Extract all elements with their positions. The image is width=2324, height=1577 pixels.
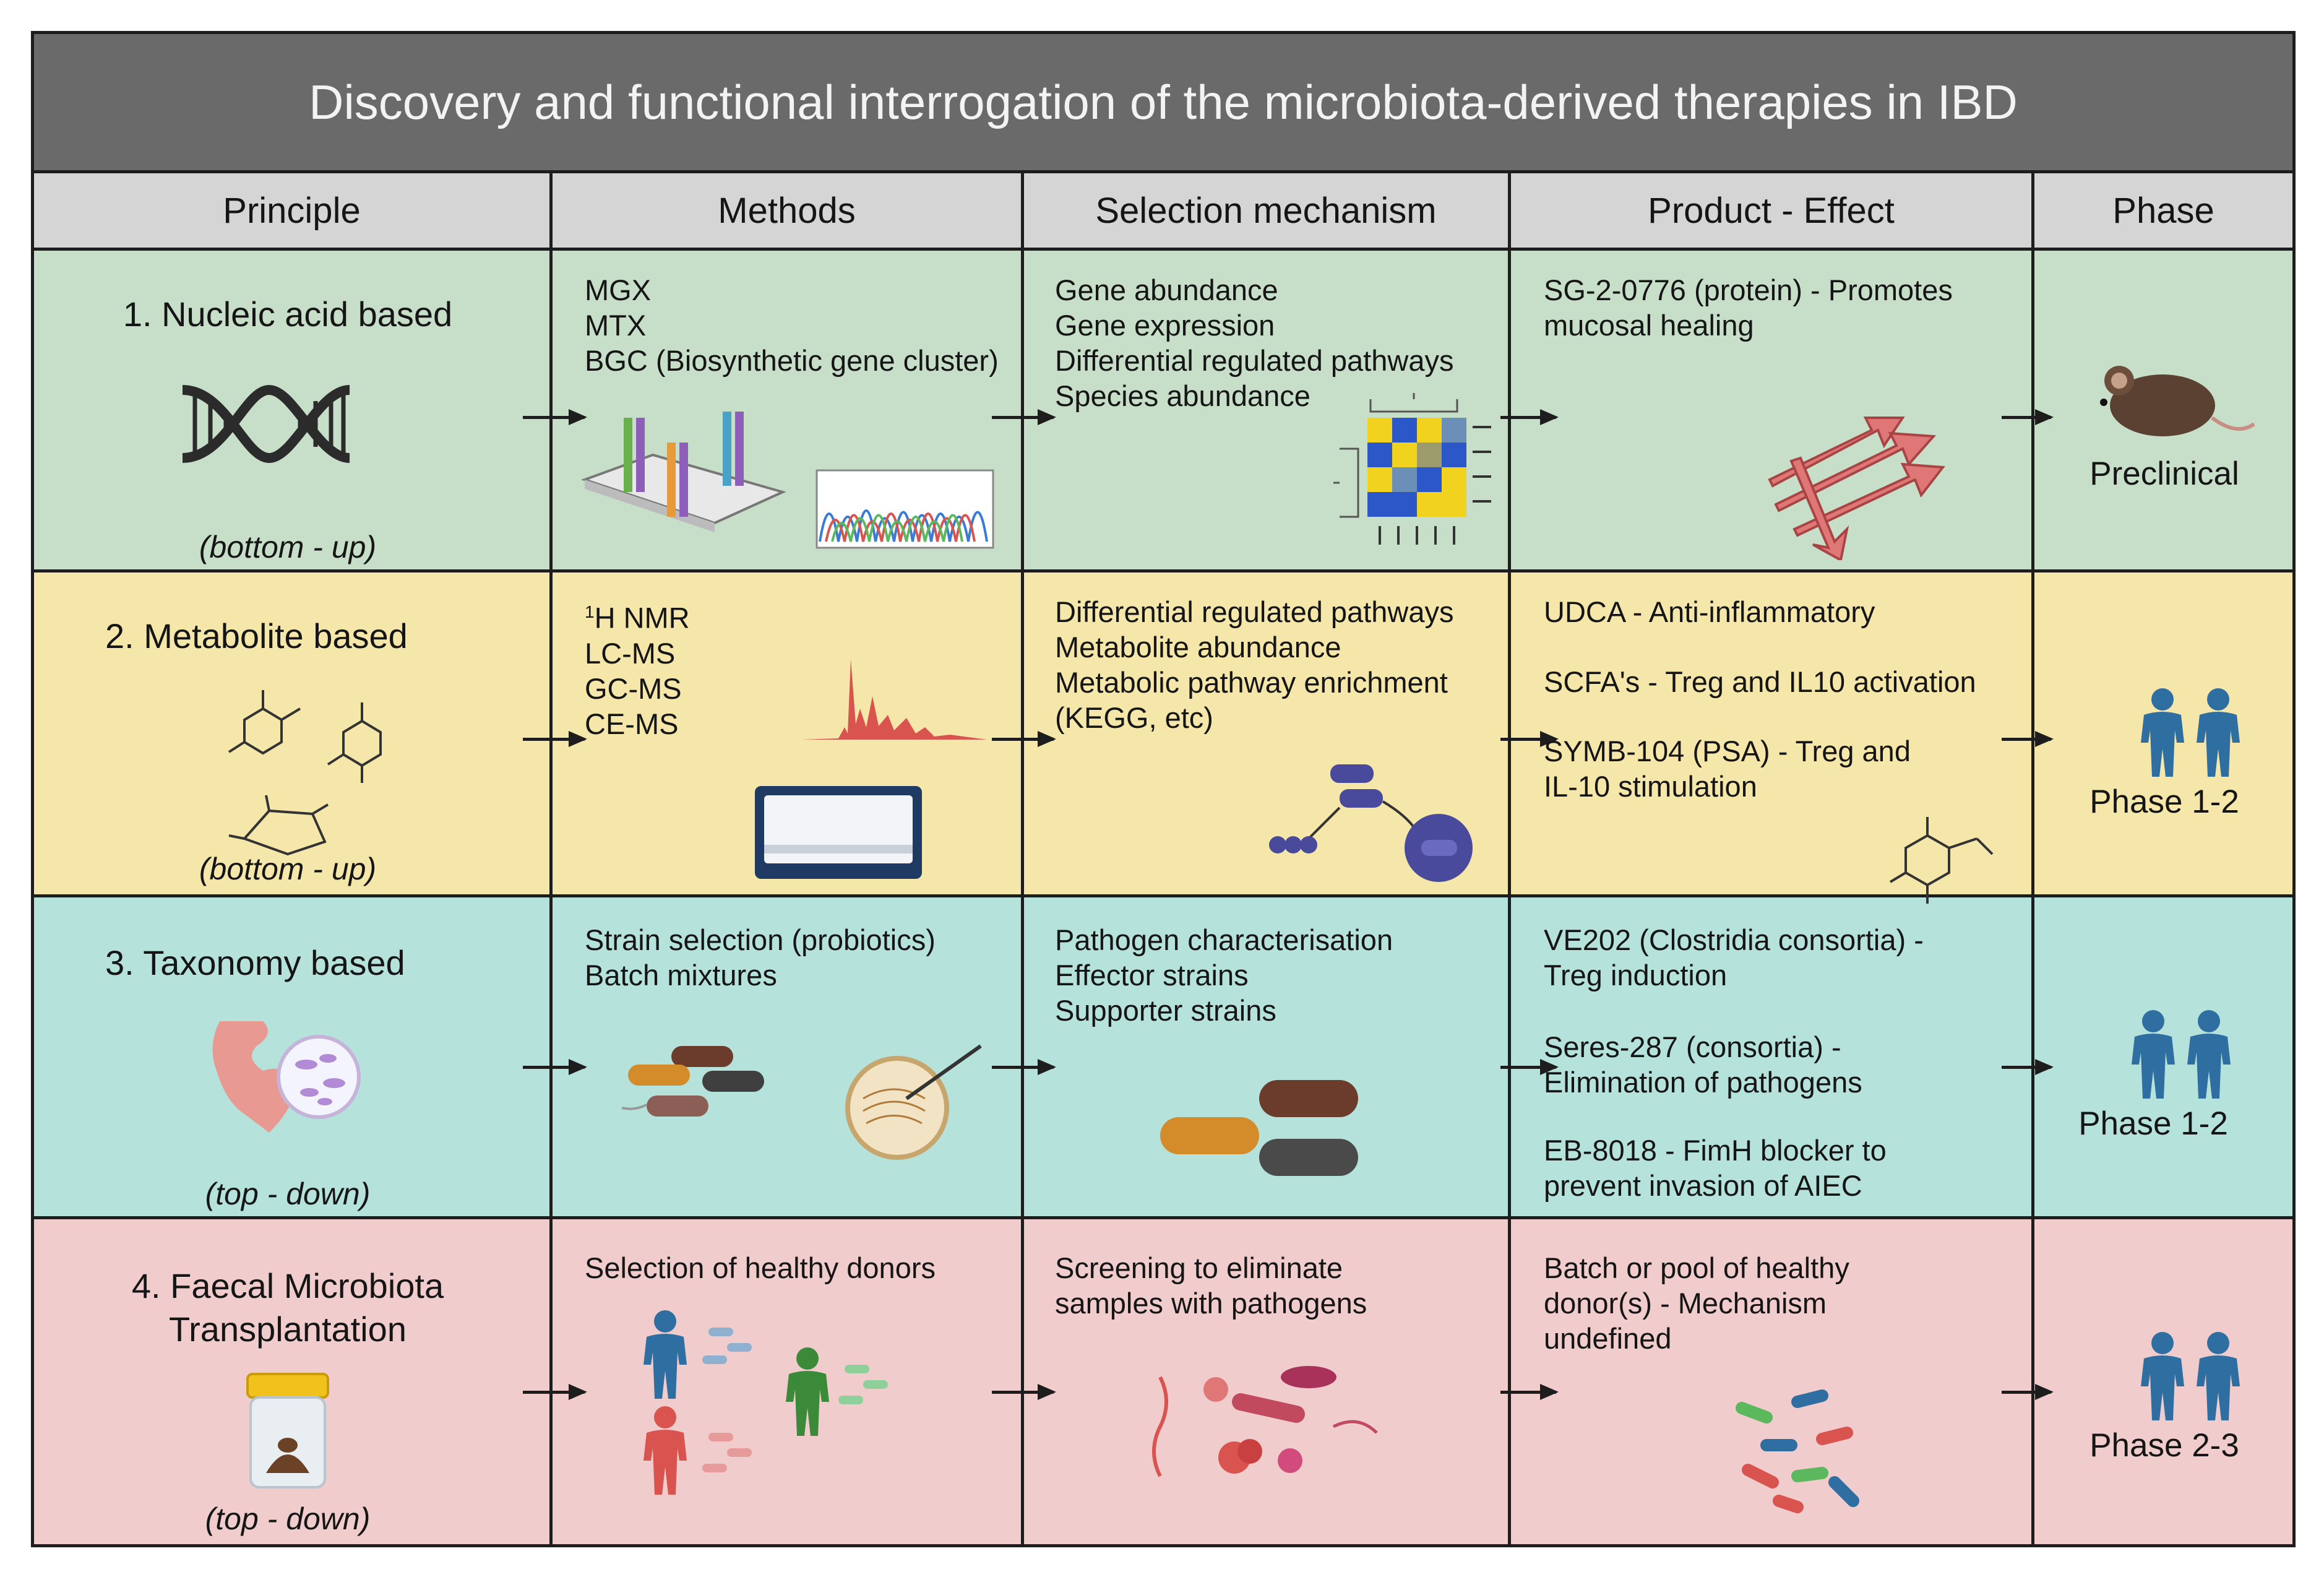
dna-helix-icon	[182, 384, 350, 464]
heatmap-icon	[1333, 393, 1491, 545]
flow-arrow	[992, 409, 1056, 425]
signaling-pathway-icon	[1269, 764, 1473, 882]
people-icon	[2141, 688, 2240, 777]
petri-dish-icon	[845, 1044, 982, 1160]
selected-strains-icon	[1160, 1080, 1358, 1176]
pathogens-icon	[1152, 1366, 1378, 1477]
principle-label: 1. Nucleic acid based	[123, 295, 453, 334]
flow-arrow	[992, 1059, 1056, 1075]
flow-arrow	[2002, 409, 2054, 425]
chromatogram-icon	[816, 469, 994, 549]
flow-arrow	[1500, 731, 1559, 747]
header-selection: Selection mechanism	[1024, 173, 1508, 251]
product-item: UDCA - Anti-inflammatory	[1544, 595, 1875, 628]
flow-arrow	[2002, 1384, 2054, 1400]
flow-arrow	[1500, 1384, 1559, 1400]
product-text: SG-2-0776 (protein) - Promotes mucosal h…	[1544, 274, 1953, 342]
mouse-icon	[2100, 366, 2255, 436]
molecule-structure-icon	[228, 690, 382, 856]
principle-label: 2. Metabolite based	[105, 616, 408, 655]
methods-text: Strain selection (probiotics) Batch mixt…	[585, 923, 936, 992]
flow-arrow	[1500, 1059, 1559, 1075]
header-phase: Phase	[2034, 173, 2292, 251]
small-molecule-icon	[1889, 817, 1994, 904]
flow-arrow	[2002, 731, 2054, 747]
sequencing-chip-icon	[580, 412, 786, 532]
intestine-bacteria-icon	[212, 1021, 361, 1133]
methods-list: H NMR LC-MS GC-MS CE-MS	[585, 601, 690, 740]
phase-label: Preclinical	[2089, 456, 2239, 492]
principle-label: 4. Faecal Microbiota Transplantation	[131, 1266, 444, 1349]
flow-arrow	[523, 1384, 587, 1400]
selection-text: Screening to eliminate samples with path…	[1055, 1251, 1367, 1320]
stool-sample-icon	[246, 1373, 329, 1488]
people-icon	[2141, 1332, 2240, 1420]
healthy-donors-icon	[643, 1310, 888, 1495]
product-item: Seres-287 (consortia) - Elimination of p…	[1544, 1030, 1862, 1099]
selection-text: Gene abundance Gene expression Different…	[1055, 274, 1454, 412]
column-divider	[2031, 173, 2034, 1544]
bacteria-pool-icon	[1736, 1389, 1859, 1513]
flow-arrow	[2002, 1059, 2054, 1075]
flow-arrow	[992, 1384, 1056, 1400]
approach-label: (top - down)	[205, 1501, 371, 1536]
product-item: SYMB-104 (PSA) - Treg and IL-10 stimulat…	[1544, 735, 1911, 803]
people-icon	[2132, 1010, 2231, 1099]
methods-text: MGX MTX BGC (Biosynthetic gene cluster)	[585, 274, 999, 377]
row-taxonomy	[34, 897, 2292, 1219]
protein-structure-icon	[1768, 417, 1945, 560]
phase-label: Phase 1-2	[2089, 784, 2239, 820]
principle-label: 3. Taxonomy based	[105, 943, 405, 982]
flow-arrow	[992, 731, 1056, 747]
header-product: Product - Effect	[1511, 173, 2031, 251]
methods-superscript: 1	[585, 602, 595, 621]
column-divider	[549, 173, 553, 1544]
phase-label: Phase 1-2	[2078, 1105, 2228, 1142]
flow-arrow	[523, 731, 587, 747]
diagram-frame: Discovery and functional interrogation o…	[31, 31, 2296, 1547]
approach-label: (bottom - up)	[199, 852, 377, 886]
approach-label: (top - down)	[205, 1177, 371, 1211]
selection-text: Differential regulated pathways Metaboli…	[1055, 595, 1454, 734]
bacteria-strains-icon	[622, 1046, 764, 1117]
row-nucleic-acid	[34, 251, 2292, 572]
header-principle: Principle	[34, 173, 549, 251]
product-text: Batch or pool of healthy donor(s) - Mech…	[1544, 1251, 1849, 1355]
selection-text: Pathogen characterisation Effector strai…	[1055, 923, 1393, 1027]
product-item: VE202 (Clostridia consortia) - Treg indu…	[1544, 923, 1924, 992]
methods-text: 1H NMR LC-MS GC-MS CE-MS	[585, 594, 690, 741]
mass-spectrometer-icon	[755, 786, 922, 879]
column-divider	[1508, 173, 1511, 1544]
flow-arrow	[523, 1059, 587, 1075]
flow-arrow	[1500, 409, 1559, 425]
nmr-spectrum-icon	[801, 659, 987, 740]
product-item: EB-8018 - FimH blocker to prevent invasi…	[1544, 1134, 1887, 1202]
flow-arrow	[523, 409, 587, 425]
approach-label: (bottom - up)	[199, 530, 377, 564]
product-item: SCFA's - Treg and IL10 activation	[1544, 665, 1976, 698]
methods-text: Selection of healthy donors	[585, 1251, 936, 1284]
column-divider	[1021, 173, 1024, 1544]
diagram-title: Discovery and functional interrogation o…	[34, 34, 2292, 173]
header-methods: Methods	[553, 173, 1021, 251]
phase-label: Phase 2-3	[2089, 1427, 2239, 1464]
